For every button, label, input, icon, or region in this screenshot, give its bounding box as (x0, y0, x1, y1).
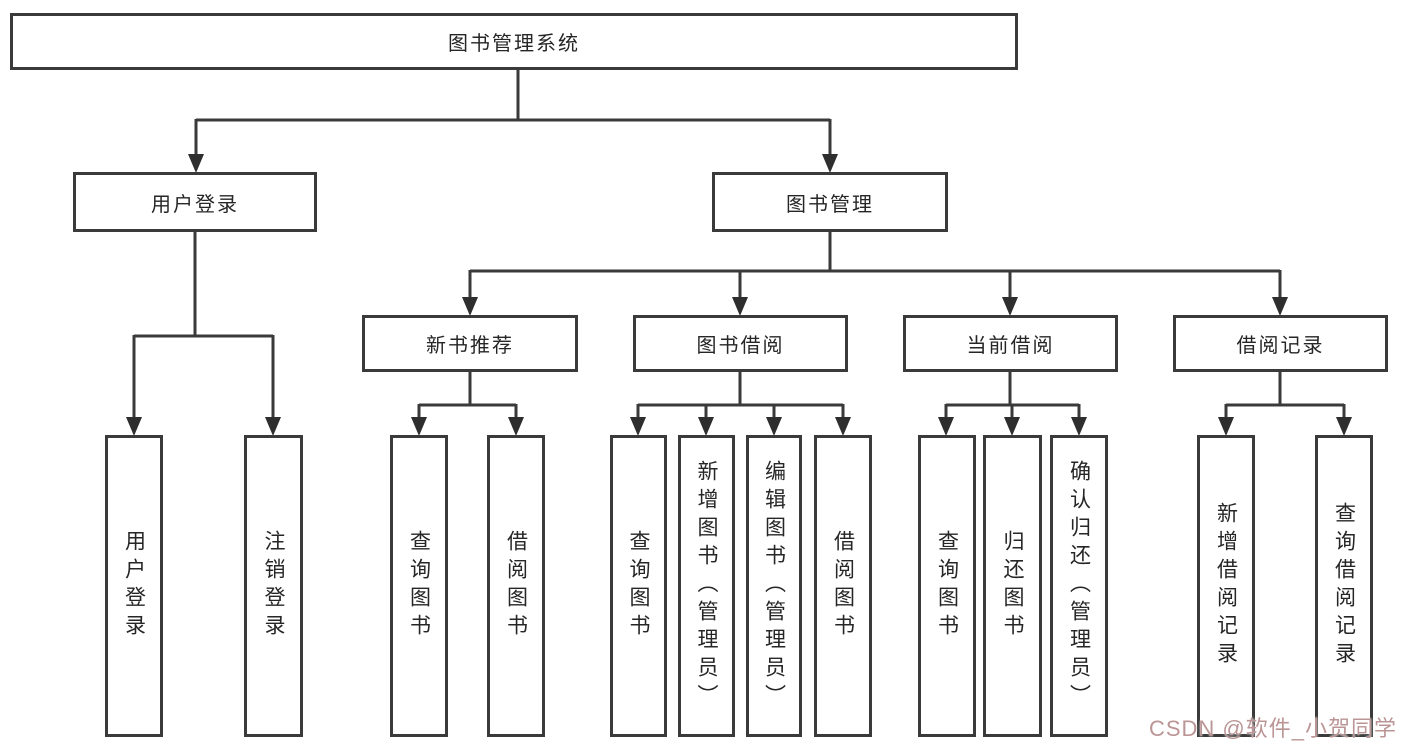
leaf-recommend-borrow-book: 借阅图书 (487, 435, 545, 737)
leaf-query-borrow-record: 查询借阅记录 (1315, 435, 1373, 737)
node-current-borrow: 当前借阅 (903, 315, 1118, 372)
csdn-watermark: CSDN @软件_小贺同学 (1148, 716, 1397, 741)
leaf-logout: 注销登录 (244, 435, 303, 737)
leaf-return-book: 归还图书 (983, 435, 1042, 737)
leaf-user-login: 用户登录 (105, 435, 163, 737)
leaf-borrow-query-book: 查询图书 (610, 435, 667, 737)
node-borrow-record: 借阅记录 (1173, 315, 1388, 372)
leaf-current-query-book: 查询图书 (918, 435, 976, 737)
leaf-edit-book-admin: 编辑图书（管理员） (746, 435, 802, 737)
leaf-confirm-return-admin: 确认归还（管理员） (1050, 435, 1108, 737)
leaf-add-book-admin: 新增图书（管理员） (678, 435, 735, 737)
node-new-book-recommend: 新书推荐 (362, 315, 578, 372)
node-book-management: 图书管理 (712, 172, 948, 232)
node-user-login: 用户登录 (73, 172, 317, 232)
leaf-recommend-query-book: 查询图书 (390, 435, 448, 737)
node-book-borrow: 图书借阅 (633, 315, 848, 372)
leaf-borrow-book: 借阅图书 (814, 435, 872, 737)
leaf-add-borrow-record: 新增借阅记录 (1197, 435, 1255, 737)
node-root-library-system: 图书管理系统 (10, 13, 1018, 70)
